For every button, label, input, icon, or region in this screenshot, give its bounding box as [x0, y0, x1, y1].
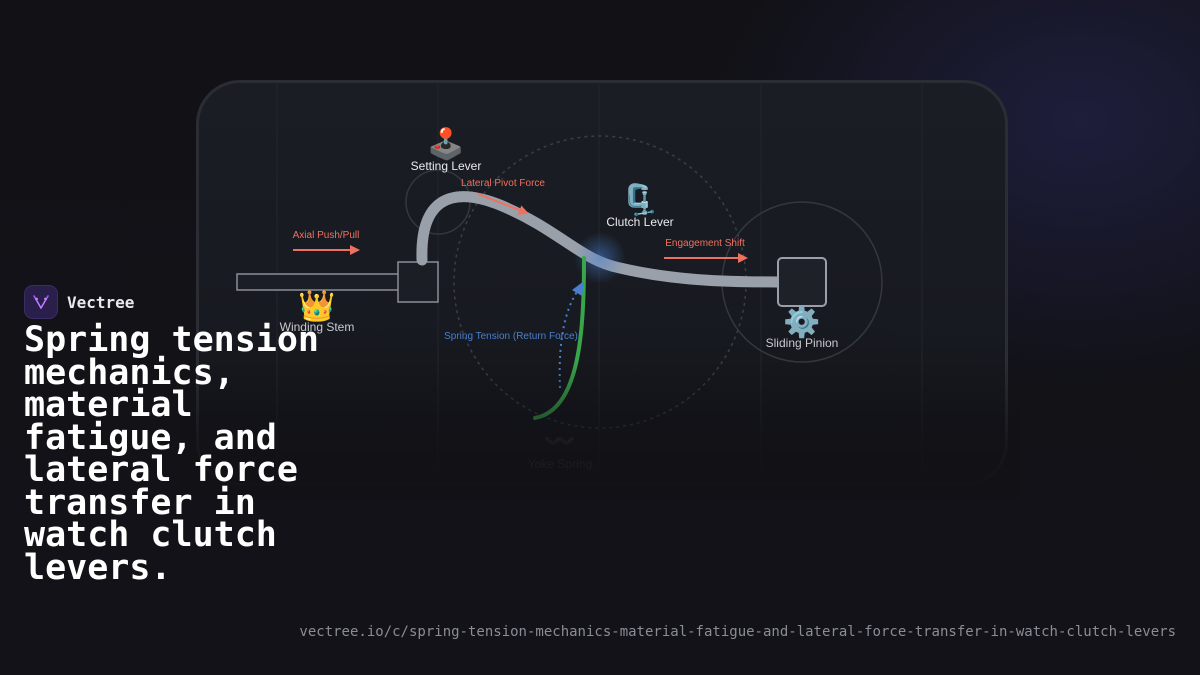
- sliding-pinion-label: Sliding Pinion: [766, 336, 839, 350]
- sliding-pinion-block: [777, 257, 827, 307]
- spring-tension-label: Spring Tension (Return Force): [444, 331, 578, 342]
- yoke-spring-icon: 〰️: [544, 426, 576, 456]
- axial-force-label: Axial Push/Pull: [293, 230, 360, 241]
- yoke-spring-label: Yoke Spring: [528, 457, 592, 471]
- return-force-arrowhead: [572, 281, 584, 296]
- brand-name: Vectree: [67, 292, 135, 312]
- page-title: Spring tension mechanics, material fatig…: [24, 320, 320, 588]
- pivot-glow: [574, 232, 626, 284]
- winding-stem-shaft: [236, 273, 401, 291]
- winding-stem-icon: 👑: [298, 289, 335, 323]
- setting-lever-icon: 🕹️: [427, 126, 464, 161]
- winding-stem-label: Winding Stem: [280, 320, 355, 334]
- setting-lever-label: Setting Lever: [411, 159, 482, 173]
- vectree-logo-icon: [24, 285, 58, 319]
- clutch-lever-icon: 🗜️: [621, 182, 658, 217]
- lateral-force-arrow: [477, 193, 529, 215]
- brand: Vectree: [24, 285, 134, 319]
- page-url[interactable]: vectree.io/c/spring-tension-mechanics-ma…: [299, 624, 1176, 640]
- clutch-lever-label: Clutch Lever: [606, 215, 673, 229]
- engagement-force-label: Engagement Shift: [665, 238, 745, 249]
- winding-stem-block: [397, 261, 439, 303]
- sliding-pinion-icon: ⚙️: [783, 304, 820, 339]
- lateral-force-label: Lateral Pivot Force: [461, 178, 545, 189]
- lever-arm: [416, 191, 786, 288]
